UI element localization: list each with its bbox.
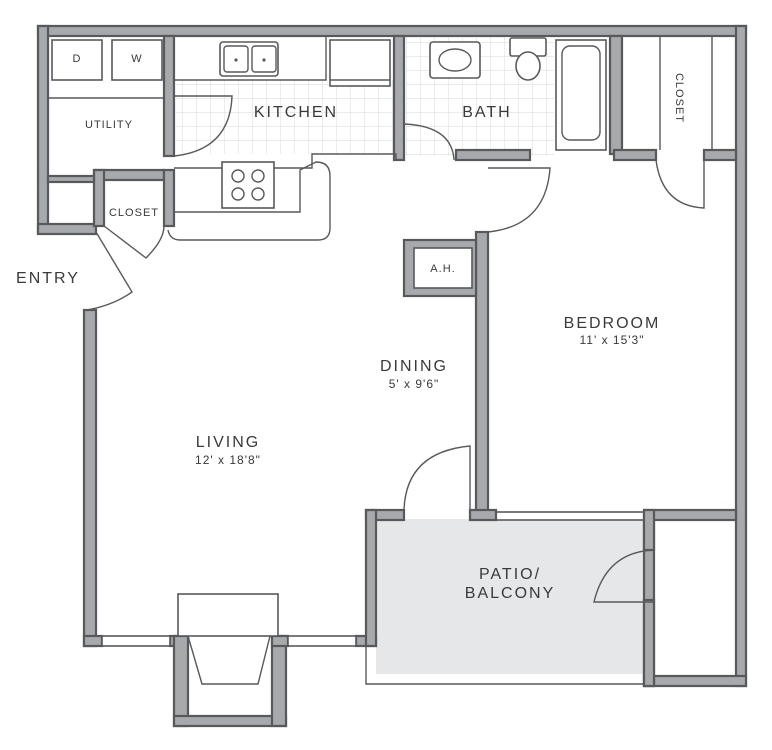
- air-handler-label: A.H.: [430, 263, 455, 275]
- closet-shelves: [48, 36, 713, 150]
- patio-label-line1: PATIO/: [479, 566, 541, 583]
- washer-label: W: [131, 53, 142, 65]
- patio-floor: [376, 519, 644, 674]
- bathtub: [555, 39, 607, 151]
- living-label: LIVING: [196, 434, 260, 451]
- vanity: [429, 41, 481, 79]
- kitchen-counters: [167, 36, 397, 241]
- dryer: [51, 39, 103, 81]
- utility-label: UTILITY: [85, 119, 133, 131]
- stove: [221, 161, 275, 209]
- bath-label: BATH: [462, 104, 511, 121]
- kitchen-label: KITCHEN: [254, 104, 338, 121]
- door-swings: [85, 95, 705, 603]
- dining-label: DINING: [380, 358, 448, 375]
- bath-fixtures: [429, 37, 607, 151]
- dryer-label: D: [73, 53, 82, 65]
- bedroom-label: BEDROOM: [564, 315, 661, 332]
- living-dims: 12' x 18'8": [195, 453, 261, 467]
- kitchen-sink: [219, 41, 279, 77]
- air-handler-box: [413, 247, 473, 289]
- closet-right-label: CLOSET: [673, 73, 685, 123]
- dining-dims: 5' x 9'6": [389, 377, 440, 391]
- kitchen-tile-floor: [176, 80, 402, 154]
- fireplace: [177, 593, 279, 685]
- washer: [111, 39, 163, 81]
- entry-label: ENTRY: [16, 270, 80, 287]
- closet-entry-label: CLOSET: [109, 207, 159, 219]
- refrigerator: [329, 39, 391, 87]
- bedroom-dims: 11' x 15'3": [580, 333, 645, 347]
- patio-label-line2: BALCONY: [465, 585, 555, 602]
